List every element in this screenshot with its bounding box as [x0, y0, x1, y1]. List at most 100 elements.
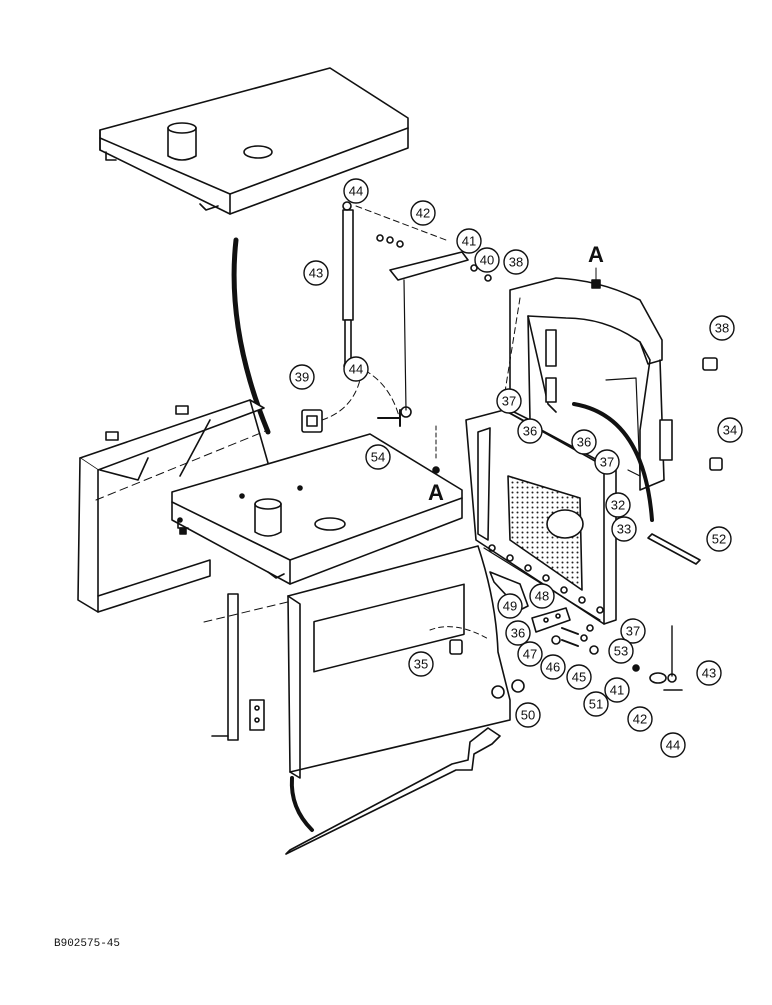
- callout-35: 35: [408, 651, 434, 677]
- callout-label: 36: [523, 424, 537, 439]
- callout-label: 51: [589, 697, 603, 712]
- callout-43: 43: [303, 260, 329, 286]
- callout-circle: [611, 516, 637, 542]
- callout-label: 45: [572, 670, 586, 685]
- callout-44: 44: [343, 178, 369, 204]
- callout-circle: [497, 593, 523, 619]
- callout-44: 44: [343, 356, 369, 382]
- callout-label: 40: [480, 253, 494, 268]
- callout-circle: [365, 444, 391, 470]
- cowl-swing-arc: [572, 402, 654, 522]
- callout-label: 37: [600, 455, 614, 470]
- callout-circle: [517, 418, 543, 444]
- callout-51: 51: [583, 691, 609, 717]
- callout-label: 36: [577, 435, 591, 450]
- callout-label: 54: [371, 450, 385, 465]
- upper-hood-panel: [99, 67, 409, 215]
- callout-label: 36: [511, 626, 525, 641]
- side-door-panel: [287, 545, 525, 779]
- callout-47: 47: [517, 641, 543, 667]
- clip-34: [709, 457, 723, 471]
- callout-label: 38: [509, 255, 523, 270]
- callout-circle: [566, 664, 592, 690]
- callout-41: 41: [604, 677, 630, 703]
- callout-label: 42: [633, 712, 647, 727]
- callout-circle: [583, 691, 609, 717]
- callout-36: 36: [571, 429, 597, 455]
- clip-38: [702, 357, 718, 371]
- callout-label: 41: [610, 683, 624, 698]
- callout-44: 44: [660, 732, 686, 758]
- callout-label: 44: [349, 184, 363, 199]
- callout-circle: [605, 492, 631, 518]
- callout-circle: [540, 654, 566, 680]
- callout-circle: [343, 356, 369, 382]
- callout-32: 32: [605, 492, 631, 518]
- callout-38: 38: [709, 315, 735, 341]
- callout-label: 44: [666, 738, 680, 753]
- callout-label: 35: [414, 657, 428, 672]
- callout-37: 37: [620, 618, 646, 644]
- callout-45: 45: [566, 664, 592, 690]
- callout-circle: [503, 249, 529, 275]
- callout-circle: [410, 200, 436, 226]
- callout-46: 46: [540, 654, 566, 680]
- callout-53: 53: [608, 638, 634, 664]
- callout-circle: [604, 677, 630, 703]
- callout-label: 44: [349, 362, 363, 377]
- callout-circle: [717, 417, 743, 443]
- support-rod: [285, 727, 501, 855]
- callout-40: 40: [474, 247, 500, 273]
- callout-circle: [706, 526, 732, 552]
- callout-label: 53: [614, 644, 628, 659]
- section-mark-a: A: [588, 242, 604, 267]
- callout-48: 48: [529, 583, 555, 609]
- callout-label: 50: [521, 708, 535, 723]
- callout-circle: [289, 364, 315, 390]
- callout-circle: [620, 618, 646, 644]
- callout-label: 49: [503, 599, 517, 614]
- callout-label: 33: [617, 522, 631, 537]
- callout-42: 42: [627, 706, 653, 732]
- callout-label: 32: [611, 498, 625, 513]
- callout-36: 36: [505, 620, 531, 646]
- callout-label: 37: [502, 394, 516, 409]
- callout-circle: [303, 260, 329, 286]
- callout-label: 38: [715, 321, 729, 336]
- callout-circle: [515, 702, 541, 728]
- callout-label: 34: [723, 423, 737, 438]
- callout-37: 37: [594, 449, 620, 475]
- callout-circle: [505, 620, 531, 646]
- latch-39: [301, 379, 361, 433]
- callout-circle: [496, 388, 522, 414]
- callout-circle: [696, 660, 722, 686]
- callout-circle: [709, 315, 735, 341]
- callout-circle: [594, 449, 620, 475]
- callout-label: 39: [295, 370, 309, 385]
- callout-circle: [529, 583, 555, 609]
- callout-circle: [608, 638, 634, 664]
- callout-label: 43: [702, 666, 716, 681]
- callout-50: 50: [515, 702, 541, 728]
- hinge-bar: [203, 593, 297, 741]
- callout-circle: [474, 247, 500, 273]
- callout-circle: [343, 178, 369, 204]
- callout-42: 42: [410, 200, 436, 226]
- callout-49: 49: [497, 593, 523, 619]
- callout-54: 54: [365, 444, 391, 470]
- callout-52: 52: [706, 526, 732, 552]
- callout-label: 37: [626, 624, 640, 639]
- figure-reference-code: B902575-45: [54, 938, 120, 950]
- callout-circle: [456, 228, 482, 254]
- callout-41: 41: [456, 228, 482, 254]
- lower-fastener-set: [551, 624, 683, 691]
- callout-38: 38: [503, 249, 529, 275]
- seal-strip: [647, 533, 701, 565]
- callout-label: 52: [712, 532, 726, 547]
- callout-circle: [571, 429, 597, 455]
- callout-37: 37: [496, 388, 522, 414]
- middle-hood-panel: [171, 433, 463, 585]
